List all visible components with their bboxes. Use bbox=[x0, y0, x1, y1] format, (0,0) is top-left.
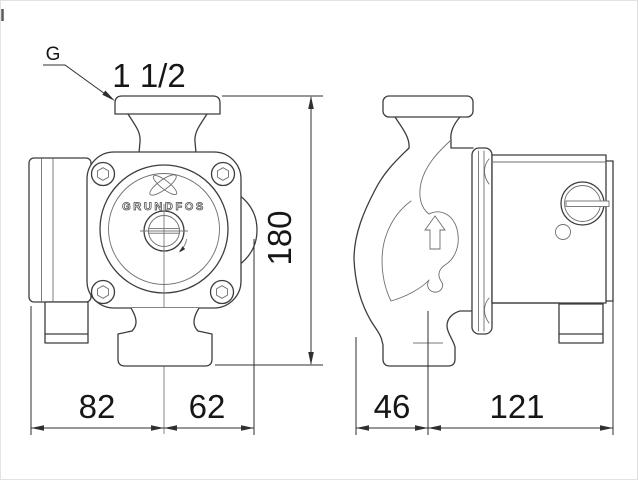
side-cable-gland bbox=[558, 303, 604, 344]
rotation-direction-arrow-icon bbox=[179, 239, 187, 253]
arrowhead-right-icon bbox=[415, 425, 428, 431]
dimension-height-180: 180 bbox=[215, 95, 323, 366]
motor-small-hole bbox=[555, 224, 571, 240]
plate-hook-top bbox=[484, 158, 490, 185]
dimension-annotations: G 1 1/2 180 82 bbox=[30, 44, 614, 435]
arrowhead-down-icon bbox=[308, 352, 314, 365]
hex-bolt-icon bbox=[209, 279, 235, 305]
arrowhead-up-icon bbox=[308, 96, 314, 109]
side-neck-right bbox=[450, 116, 474, 149]
volute-body-line bbox=[390, 211, 459, 302]
terminal-box-body bbox=[28, 157, 92, 303]
bolt-hex-tl bbox=[97, 167, 109, 181]
side-neck-left bbox=[394, 116, 410, 149]
brand-wordmark: GRUNDFOS bbox=[122, 201, 206, 213]
leader-arrowhead-icon bbox=[102, 90, 115, 101]
hex-bolt-icon bbox=[90, 279, 116, 305]
logo-leaf-2 bbox=[152, 175, 178, 195]
arrowhead-right-icon bbox=[151, 425, 164, 431]
flow-direction-up-arrow-icon bbox=[424, 215, 446, 250]
side-mounting-plate bbox=[471, 147, 493, 335]
arrowhead-right-icon bbox=[600, 425, 613, 431]
arrowhead-left-icon bbox=[164, 425, 177, 431]
bolt-hex-br bbox=[216, 285, 228, 299]
logo-leaf-1 bbox=[149, 174, 177, 196]
arrowhead-left-icon bbox=[356, 425, 369, 431]
side-motor-block bbox=[491, 154, 614, 344]
grundfos-logo: GRUNDFOS bbox=[122, 174, 206, 213]
cable-gland-box bbox=[44, 301, 89, 344]
terminal-box-front bbox=[28, 157, 92, 344]
leader-line bbox=[43, 64, 113, 100]
front-top-flange bbox=[114, 95, 221, 154]
motor-body bbox=[491, 154, 607, 304]
dimension-82: 82 bbox=[31, 388, 164, 431]
bolt-ring-bl bbox=[90, 279, 116, 305]
rotation-arc bbox=[179, 239, 187, 251]
grundfos-x-mark-icon bbox=[149, 174, 178, 196]
volute-left-inner-line bbox=[381, 200, 412, 302]
width-82-label: 82 bbox=[79, 388, 116, 425]
thread-size-callout: G 1 1/2 bbox=[43, 44, 186, 101]
rotation-arrowhead bbox=[179, 246, 186, 253]
arrowhead-right-icon bbox=[241, 425, 254, 431]
dimension-121: 121 bbox=[428, 388, 613, 431]
front-neck-right bbox=[194, 113, 208, 154]
slotted-screw-icon bbox=[560, 181, 610, 226]
bolt-ring-br bbox=[209, 279, 235, 305]
depth-46-label: 46 bbox=[374, 388, 411, 425]
hex-bolt-icon bbox=[210, 161, 236, 187]
arrowhead-left-icon bbox=[428, 425, 441, 431]
dimension-46: 46 bbox=[356, 388, 428, 431]
depth-121-label: 121 bbox=[489, 388, 544, 425]
bolt-hex-tr bbox=[217, 167, 229, 181]
front-flange-shape bbox=[114, 95, 221, 115]
housing-right-bulge bbox=[238, 194, 258, 266]
width-62-label: 62 bbox=[189, 388, 226, 425]
side-flange-shape bbox=[382, 95, 474, 118]
height-dimension-label: 180 bbox=[261, 210, 298, 265]
screw-slot-bar bbox=[565, 200, 610, 207]
front-neck-left bbox=[127, 113, 141, 154]
front-view: GRUNDFOS bbox=[28, 95, 258, 434]
hex-bolt-icon bbox=[90, 161, 116, 187]
thread-letter-label: G bbox=[46, 44, 61, 65]
side-view bbox=[353, 95, 614, 367]
volute-outline bbox=[353, 147, 474, 367]
bolt-hex-bl bbox=[97, 285, 109, 299]
mounting-plate-shape bbox=[471, 147, 493, 335]
plate-hook-bottom bbox=[484, 297, 490, 324]
bolt-ring-tl bbox=[90, 161, 116, 187]
bolt-ring-tr bbox=[210, 161, 236, 187]
side-top-flange bbox=[382, 95, 474, 149]
thread-size-label: 1 1/2 bbox=[112, 57, 185, 94]
volute-inner-detail bbox=[381, 140, 459, 302]
volute-throat-line bbox=[419, 140, 451, 215]
arrowhead-left-icon bbox=[31, 425, 44, 431]
front-bottom-flange bbox=[117, 307, 213, 367]
dimension-62: 62 bbox=[164, 388, 254, 431]
